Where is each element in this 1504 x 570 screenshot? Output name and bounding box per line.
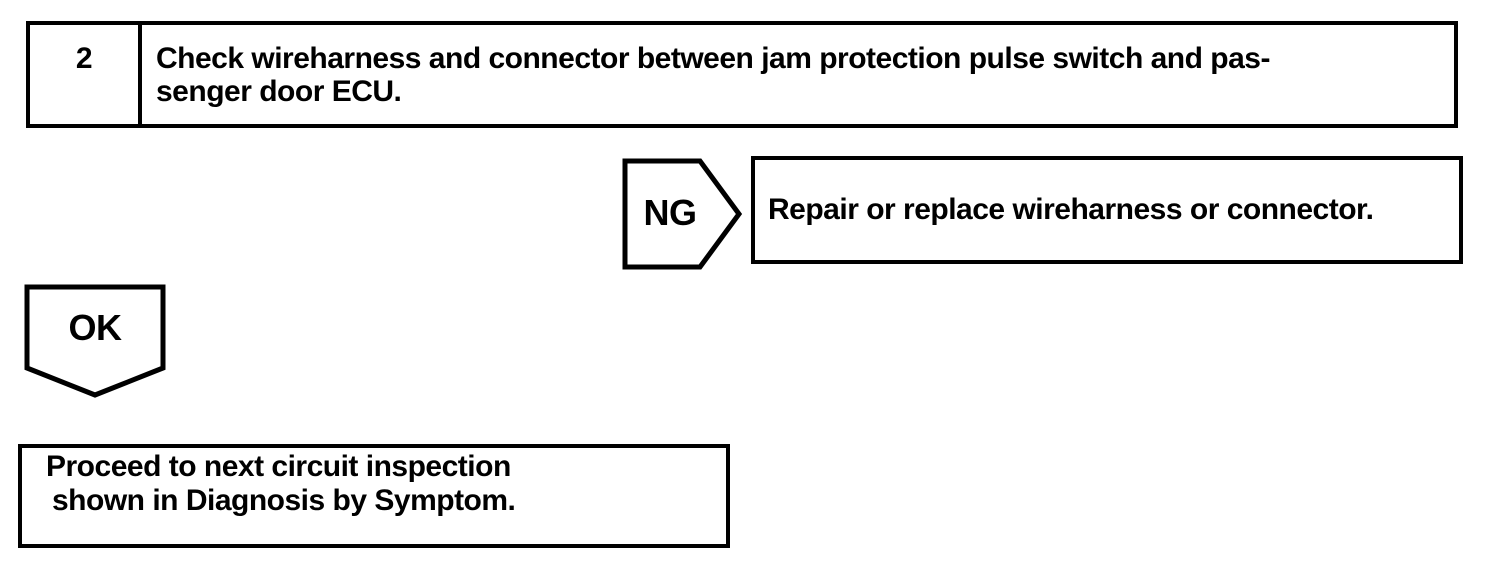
ng-connector-arrow xyxy=(622,158,743,270)
ok-result-line-2: shown in Diagnosis by Symptom. xyxy=(52,484,516,517)
ok-result-box: Proceed to next circuit inspection shown… xyxy=(18,444,730,548)
ng-result-text: Repair or replace wireharness or connect… xyxy=(768,193,1374,226)
step-number: 2 xyxy=(75,42,93,75)
ok-label-box: OK xyxy=(24,286,166,370)
step-number-cell: 2 xyxy=(30,25,142,124)
step-instruction-line-1: Check wireharness and connector between … xyxy=(156,42,1270,75)
ok-label: OK xyxy=(68,307,123,348)
ng-label-box: NG xyxy=(628,158,712,268)
ng-label: NG xyxy=(643,192,698,233)
step-instruction-line-2: senger door ECU. xyxy=(156,75,402,108)
ng-result-box: Repair or replace wireharness or connect… xyxy=(751,156,1463,264)
step-instruction: Check wireharness and connector between … xyxy=(142,25,1454,124)
step-box: 2 Check wireharness and connector betwee… xyxy=(26,21,1458,128)
ok-connector-arrow xyxy=(24,284,166,398)
ok-result-line-1: Proceed to next circuit inspection xyxy=(46,450,511,483)
